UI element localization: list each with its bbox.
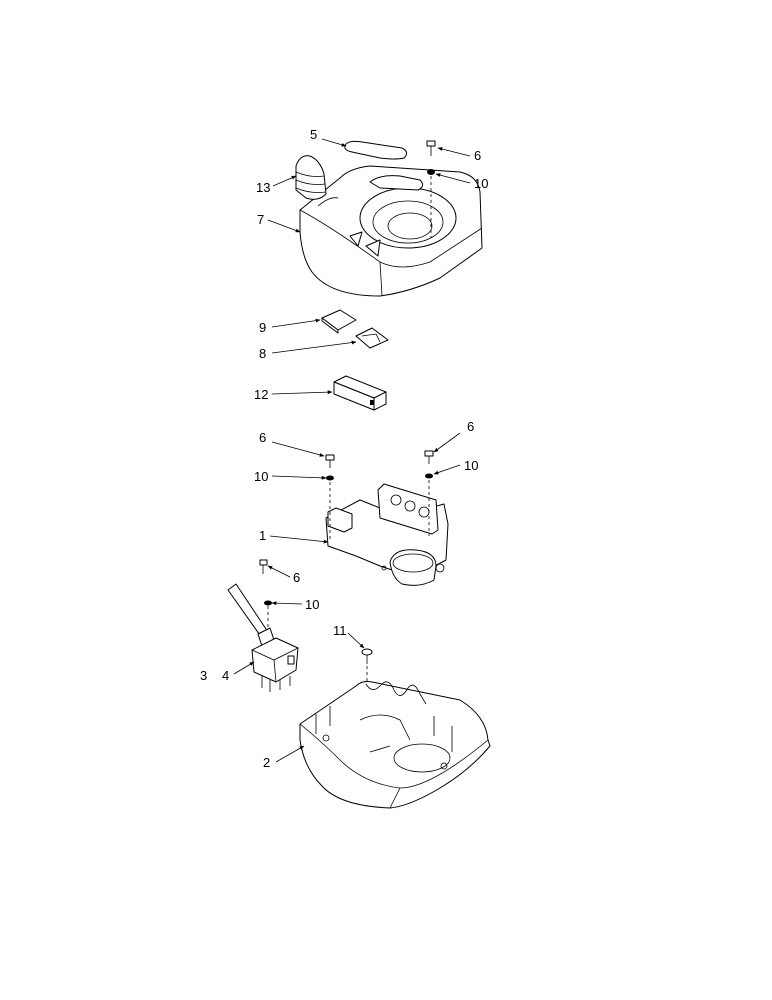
callout-1: 1 bbox=[259, 528, 266, 543]
callout-11: 11 bbox=[333, 623, 347, 638]
callout-10-plate-right: 10 bbox=[464, 458, 478, 473]
callout-7: 7 bbox=[257, 212, 264, 227]
connector-block bbox=[333, 375, 387, 411]
callout-13: 13 bbox=[256, 180, 270, 195]
washer-top bbox=[427, 169, 435, 175]
base-housing bbox=[299, 681, 491, 809]
screw-11 bbox=[361, 648, 373, 664]
grip-cap bbox=[344, 140, 408, 160]
top-cover-housing bbox=[299, 165, 483, 297]
mounting-bracket bbox=[325, 483, 449, 586]
callout-5: 5 bbox=[310, 127, 317, 142]
pad-8 bbox=[355, 327, 389, 349]
screw-top bbox=[426, 140, 436, 156]
callout-10-top: 10 bbox=[474, 176, 488, 191]
callout-10-switch: 10 bbox=[305, 597, 319, 612]
callout-6-switch: 6 bbox=[293, 570, 300, 585]
toggle-switch bbox=[227, 583, 299, 692]
leader-lines bbox=[233, 138, 471, 763]
callout-labels: 5 6 10 13 7 9 8 12 6 10 6 10 1 6 10 11 3… bbox=[200, 127, 488, 770]
callout-12: 12 bbox=[254, 387, 268, 402]
callout-6-plate-left: 6 bbox=[259, 430, 266, 445]
pad-9 bbox=[321, 309, 357, 334]
washer-plate-left bbox=[326, 475, 334, 481]
washer-switch bbox=[264, 600, 272, 606]
callout-6-plate-right: 6 bbox=[467, 419, 474, 434]
callout-8: 8 bbox=[259, 346, 266, 361]
callout-3: 3 bbox=[200, 668, 207, 683]
callout-4: 4 bbox=[222, 668, 229, 683]
screw-plate-right bbox=[424, 450, 434, 464]
screw-plate-left bbox=[325, 454, 335, 468]
callout-6-top: 6 bbox=[474, 148, 481, 163]
washer-plate-right bbox=[425, 473, 433, 479]
callout-2: 2 bbox=[263, 755, 270, 770]
screw-switch bbox=[259, 559, 268, 574]
rubber-boot bbox=[295, 155, 327, 200]
callout-9: 9 bbox=[259, 320, 266, 335]
callout-10-plate-left: 10 bbox=[254, 469, 268, 484]
